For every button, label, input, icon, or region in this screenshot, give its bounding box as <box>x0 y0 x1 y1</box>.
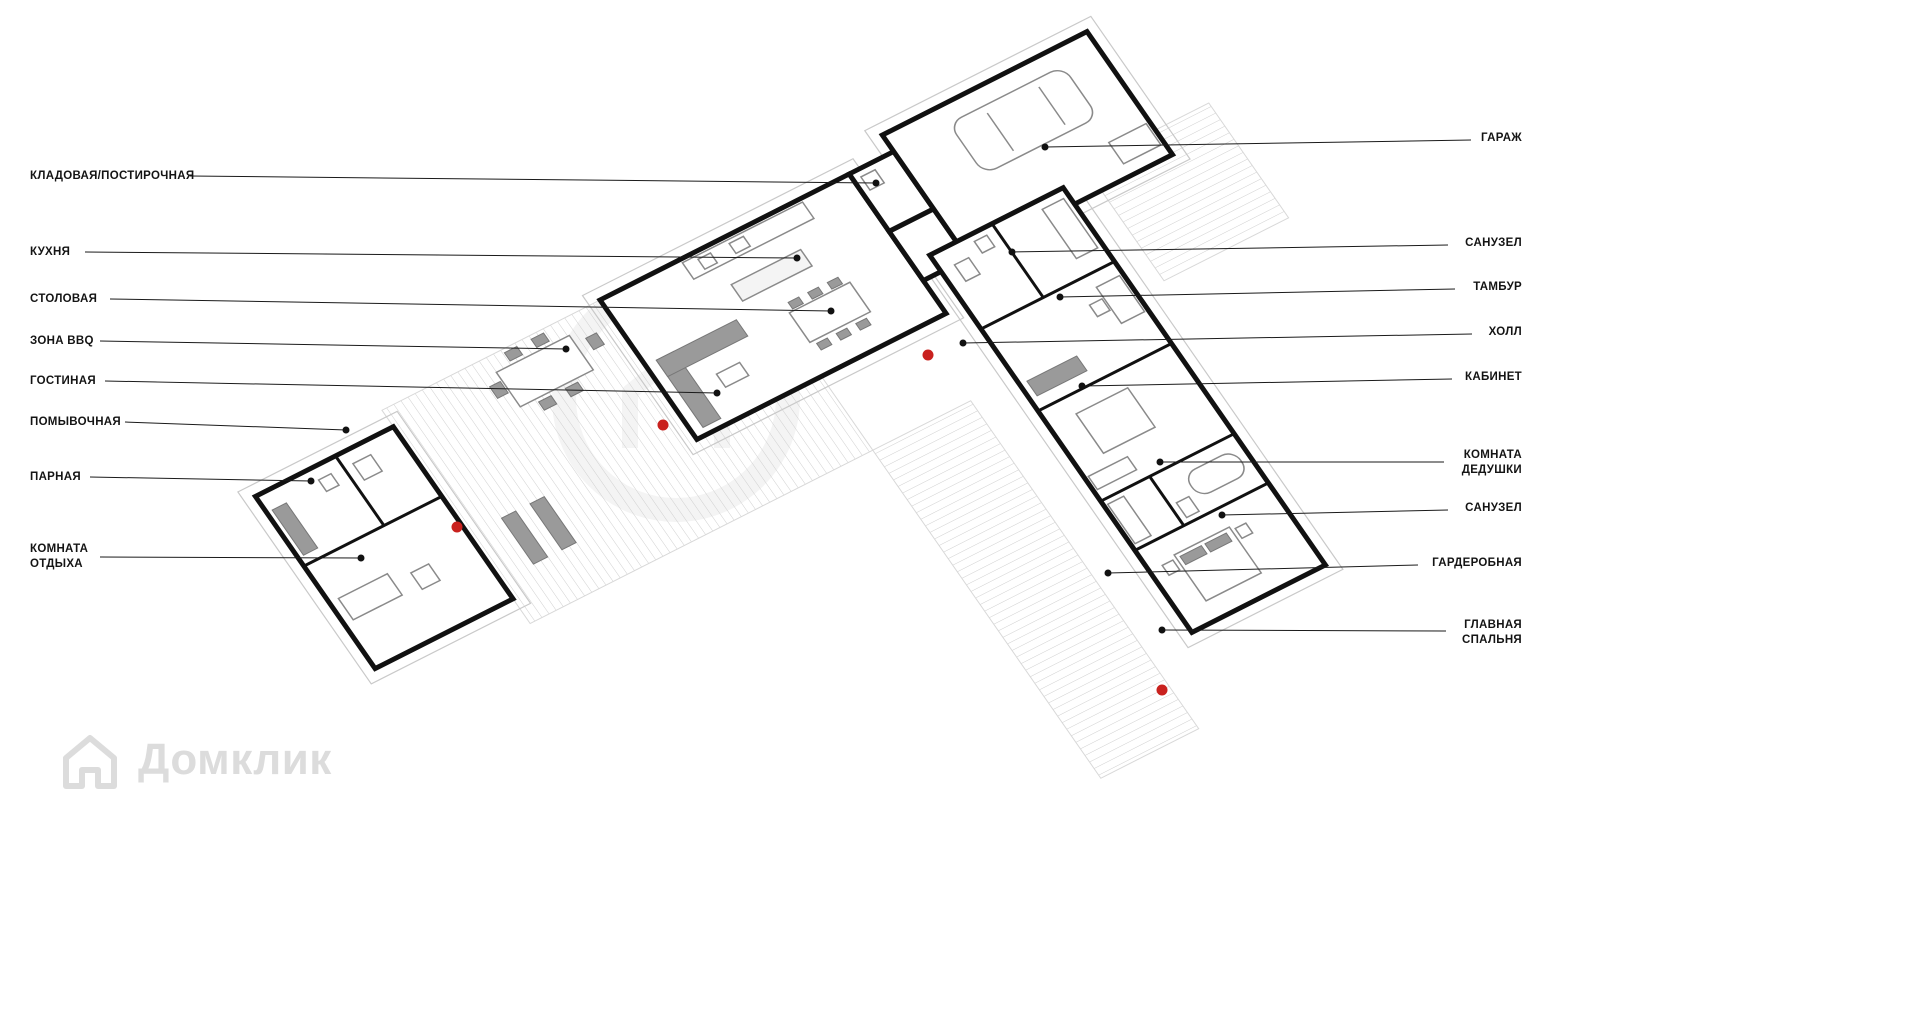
label-master-bedroom: ГЛАВНАЯ СПАЛЬНЯ <box>1462 618 1522 648</box>
leader-bbq <box>99 340 570 353</box>
plan-geometry <box>237 15 1344 779</box>
label-line-2: ДЕДУШКИ <box>1461 464 1522 476</box>
label-steam-room: ПАРНАЯ <box>30 471 81 483</box>
label-dining: СТОЛОВАЯ <box>30 293 98 305</box>
leader-bathroom-1 <box>1008 244 1449 256</box>
lounger <box>500 510 549 565</box>
leader-storage-laundry <box>189 175 880 187</box>
leader-bathroom-2 <box>1218 509 1449 519</box>
deck-walkway <box>872 400 1200 779</box>
leader-living <box>104 380 721 397</box>
leader-wardrobe <box>1104 564 1419 577</box>
label-line-2: СПАЛЬНЯ <box>1461 634 1522 646</box>
label-bathroom-2: САНУЗЕЛ <box>1465 502 1522 514</box>
camera-marker <box>922 349 934 361</box>
camera-marker <box>451 521 463 533</box>
label-garage: ГАРАЖ <box>1481 132 1522 144</box>
label-hall: ХОЛЛ <box>1488 326 1522 338</box>
office-chair <box>1088 297 1112 318</box>
domclick-house-icon <box>63 735 117 789</box>
camera-marker <box>657 419 669 431</box>
rest-sofa <box>337 572 404 621</box>
label-vestibule: ТАМБУР <box>1473 281 1522 293</box>
label-storage-laundry: КЛАДОВАЯ/ПОСТИРОЧНАЯ <box>30 170 195 182</box>
sauna-block <box>251 423 517 672</box>
sofa-arm <box>655 319 749 378</box>
toilet-1 <box>953 256 982 283</box>
leader-vestibule <box>1056 288 1456 301</box>
camera-markers <box>451 349 1168 696</box>
brand-watermark: Домклик <box>58 728 332 792</box>
label-line-1: ГЛАВНАЯ <box>1464 619 1522 631</box>
leader-garage <box>1041 139 1472 151</box>
label-rest-room: КОМНАТА ОТДЫХА <box>30 542 88 572</box>
shower <box>351 453 384 482</box>
master-bed <box>1173 526 1263 602</box>
bedroom-wing <box>926 184 1330 636</box>
lounger <box>529 496 577 551</box>
leader-hall <box>959 333 1473 347</box>
sink-1 <box>973 234 996 254</box>
overhang-sauna <box>237 410 532 685</box>
grandfather-bed <box>1075 386 1157 455</box>
label-kitchen: КУХНЯ <box>30 246 71 258</box>
nightstand <box>1234 522 1254 540</box>
office-desk <box>1095 274 1146 325</box>
leader-lines <box>84 139 1473 634</box>
bbq-area <box>488 332 606 565</box>
rest-table <box>409 562 442 591</box>
leader-kitchen <box>84 251 801 262</box>
vestibule-closet <box>1041 197 1099 260</box>
leader-washroom <box>124 421 350 434</box>
label-bathroom-1: САНУЗЕЛ <box>1465 237 1522 249</box>
quad-bike <box>1107 122 1163 165</box>
garage-block <box>878 28 1177 262</box>
office-sofa <box>1026 355 1088 397</box>
leader-master-bedroom <box>1158 626 1447 634</box>
leader-rest-room <box>99 554 365 562</box>
steam-bench <box>271 502 319 556</box>
car <box>953 69 1094 171</box>
label-wardrobe: ГАРДЕРОБНАЯ <box>1432 557 1522 569</box>
label-office: КАБИНЕТ <box>1465 371 1522 383</box>
stove <box>728 235 752 255</box>
label-bbq-zone: ЗОНА BBQ <box>30 335 94 347</box>
label-line-2: ОТДЫХА <box>30 558 83 570</box>
label-grandfather-room: КОМНАТА ДЕДУШКИ <box>1462 448 1522 478</box>
leader-office <box>1078 378 1453 390</box>
camera-marker <box>1156 684 1168 696</box>
sauna-stove <box>317 472 341 493</box>
label-living-room: ГОСТИНАЯ <box>30 375 96 387</box>
toilet-2 <box>1175 495 1201 519</box>
coffee-table <box>715 361 750 389</box>
grandfather-wardrobe <box>1087 455 1138 491</box>
leader-grandfather-room <box>1156 458 1444 466</box>
wardrobe-shelves <box>1106 495 1153 545</box>
label-line-1: КОМНАТА <box>30 543 89 555</box>
brand-watermark-text: Домклик <box>138 735 332 784</box>
leader-steam-room <box>89 476 315 485</box>
leader-dining <box>109 298 835 315</box>
kitchen-island <box>730 248 814 302</box>
label-line-1: КОМНАТА <box>1463 449 1522 461</box>
label-washroom: ПОМЫВОЧНАЯ <box>30 416 121 428</box>
